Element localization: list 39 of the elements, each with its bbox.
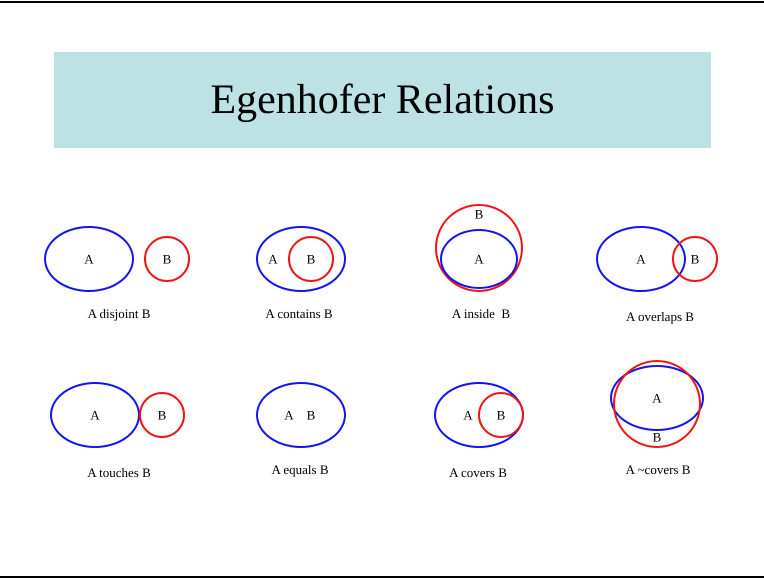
relation-caption: A equals B <box>271 462 329 478</box>
set-ellipse <box>613 360 701 448</box>
set-ellipse <box>672 236 718 282</box>
set-ellipse <box>50 382 140 448</box>
set-label: B <box>652 430 662 444</box>
set-ellipse <box>256 382 346 448</box>
set-label: A <box>463 408 473 422</box>
set-label: A <box>284 408 294 422</box>
set-label: B <box>306 408 316 422</box>
set-label: B <box>162 252 172 266</box>
relation-caption: A inside B <box>452 306 510 322</box>
set-label: A <box>636 252 646 266</box>
set-label: B <box>474 208 484 220</box>
relation-caption: A overlaps B <box>626 309 694 325</box>
set-ellipse <box>44 226 134 292</box>
set-ellipse <box>435 204 523 292</box>
set-ellipse <box>440 229 518 289</box>
set-label: A <box>84 252 94 266</box>
set-label: A <box>474 252 484 266</box>
set-ellipse <box>288 236 334 282</box>
set-label: A <box>652 392 662 404</box>
set-label: A <box>268 252 278 266</box>
relation-caption: A ~covers B <box>626 462 690 478</box>
set-ellipse <box>596 226 686 292</box>
relation-caption: A covers B <box>449 465 507 481</box>
set-ellipse <box>144 236 190 282</box>
set-label: B <box>306 252 316 266</box>
relation-caption: A disjoint B <box>88 306 150 322</box>
title: Egenhofer Relations <box>210 76 555 124</box>
set-ellipse <box>478 392 524 438</box>
relation-caption: A touches B <box>87 465 151 481</box>
relation-caption: A contains B <box>265 306 333 322</box>
set-ellipse <box>256 226 346 292</box>
set-label: B <box>496 408 506 422</box>
set-label: A <box>90 408 100 422</box>
set-ellipse <box>434 382 524 448</box>
set-ellipse <box>139 392 185 438</box>
set-label: B <box>690 252 700 266</box>
set-label: B <box>158 408 166 422</box>
